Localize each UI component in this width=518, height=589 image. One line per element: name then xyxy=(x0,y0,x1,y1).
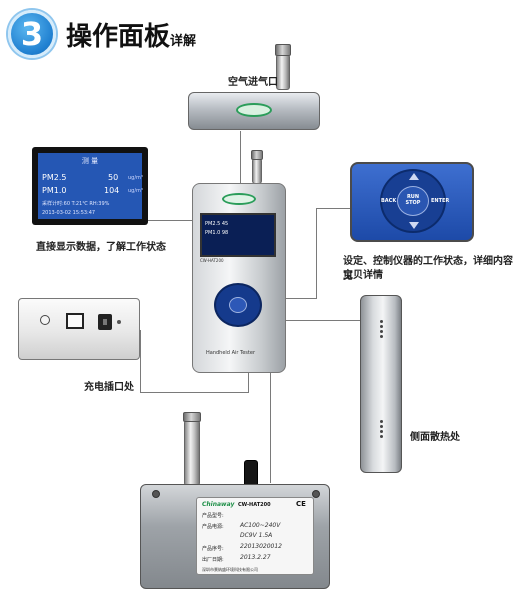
air-inlet-label: 空气进气口 xyxy=(228,77,278,88)
display-label: 直接显示数据，了解工作状态 xyxy=(36,242,166,253)
pm25-label: PM2.5 xyxy=(42,173,67,182)
device-model-text: CW-HAT200 xyxy=(200,258,224,263)
settings-label-line2: 宝贝详情 xyxy=(343,270,383,281)
charging-port-zoom xyxy=(18,298,140,360)
nameplate-brand: Chinaway xyxy=(202,501,235,508)
down-arrow-icon[interactable] xyxy=(409,222,419,229)
screw-icon xyxy=(312,490,320,498)
leader-charging-v xyxy=(140,330,141,392)
nameplate-field: 产品电源: xyxy=(202,524,224,530)
enter-button[interactable]: ENTER xyxy=(431,198,450,204)
nameplate xyxy=(196,497,314,575)
leader-keypad-h xyxy=(286,298,316,299)
nameplate-field: 产品序号: xyxy=(202,546,224,552)
leader-inlet xyxy=(240,131,241,183)
inlet-tube-cap xyxy=(275,44,291,56)
bottom-tube-cap xyxy=(183,412,201,422)
device-screen: PM2.5 45 PM1.0 98 xyxy=(200,213,276,257)
leader-charging-up xyxy=(248,373,249,393)
up-arrow-icon[interactable] xyxy=(409,173,419,180)
leader-display xyxy=(148,220,192,221)
port-dot xyxy=(117,320,121,324)
pm25-value: 50 xyxy=(108,173,119,182)
leader-charging-h xyxy=(140,392,248,393)
leader-keypad-top xyxy=(316,208,350,209)
nameplate-value: 22013020012 xyxy=(240,543,282,550)
device-pm25: PM2.5 45 xyxy=(205,221,229,227)
settings-label-line1: 设定、控制仪器的工作状态，详细内容见 xyxy=(343,256,513,282)
device-tube-cap xyxy=(251,150,263,160)
side-heat-vent-view xyxy=(360,295,402,473)
charging-label: 充电插口处 xyxy=(84,382,134,393)
display-zoom: 测 量 PM2.5 50 ug/m³ PM1.0 104 ug/m³ 采样计时:… xyxy=(32,147,148,225)
device-tag-text: Handheld Air Tester xyxy=(206,350,255,356)
leader-heat xyxy=(286,320,360,321)
bottom-tube xyxy=(184,420,200,486)
pm10-value: 104 xyxy=(104,186,120,195)
ce-mark: CE xyxy=(296,500,306,508)
back-button[interactable]: BACK xyxy=(381,198,397,204)
status-line: 采样计时:60 T:21℃ RH:39% xyxy=(42,201,110,207)
run-stop-button[interactable] xyxy=(397,186,429,216)
nameplate-company: 深圳市景纳盛环境科技有限公司 xyxy=(202,567,258,572)
display-screen: 测 量 PM2.5 50 ug/m³ PM1.0 104 ug/m³ 采样计时:… xyxy=(38,153,143,219)
page-subtitle: 详解 xyxy=(170,34,197,49)
pm10-label: PM1.0 xyxy=(42,186,67,195)
dc-jack-pin xyxy=(103,319,107,325)
page-title: 操作面板 xyxy=(66,22,171,52)
nameplate-model: CW-HAT200 xyxy=(238,502,271,508)
device-pm10: PM1.0 98 xyxy=(205,230,229,236)
indicator-hole-icon xyxy=(40,315,50,325)
nameplate-value: DC9V 1.5A xyxy=(240,532,273,539)
nameplate-field: 产品型号: xyxy=(202,513,224,519)
run-stop-label: RUN STOP xyxy=(405,194,421,206)
brand-logo-icon xyxy=(236,103,272,117)
nameplate-field: 出厂日期: xyxy=(202,557,224,563)
screw-icon xyxy=(152,490,160,498)
pm25-unit: ug/m³ xyxy=(128,175,143,181)
handheld-device xyxy=(192,183,286,373)
device-logo-icon xyxy=(222,193,256,205)
step-number-badge: 3 xyxy=(8,10,56,58)
datetime: 2013-03-02 15:53:47 xyxy=(42,210,96,216)
inlet-tube xyxy=(276,54,290,90)
leader-keypad-v xyxy=(316,208,317,299)
vent-grille-icon xyxy=(377,318,387,342)
power-switch[interactable] xyxy=(66,313,84,329)
device-run-stop-button[interactable] xyxy=(229,297,247,313)
device-tube xyxy=(252,158,262,184)
heat-label: 侧面散热处 xyxy=(410,432,460,443)
pm10-unit: ug/m³ xyxy=(128,188,143,194)
nameplate-value: 2013.2.27 xyxy=(240,554,271,561)
display-header: 测 量 xyxy=(81,157,99,165)
leader-bottom xyxy=(270,373,271,483)
nameplate-value: AC100~240V xyxy=(240,522,281,529)
vent-grille-icon xyxy=(377,418,387,442)
